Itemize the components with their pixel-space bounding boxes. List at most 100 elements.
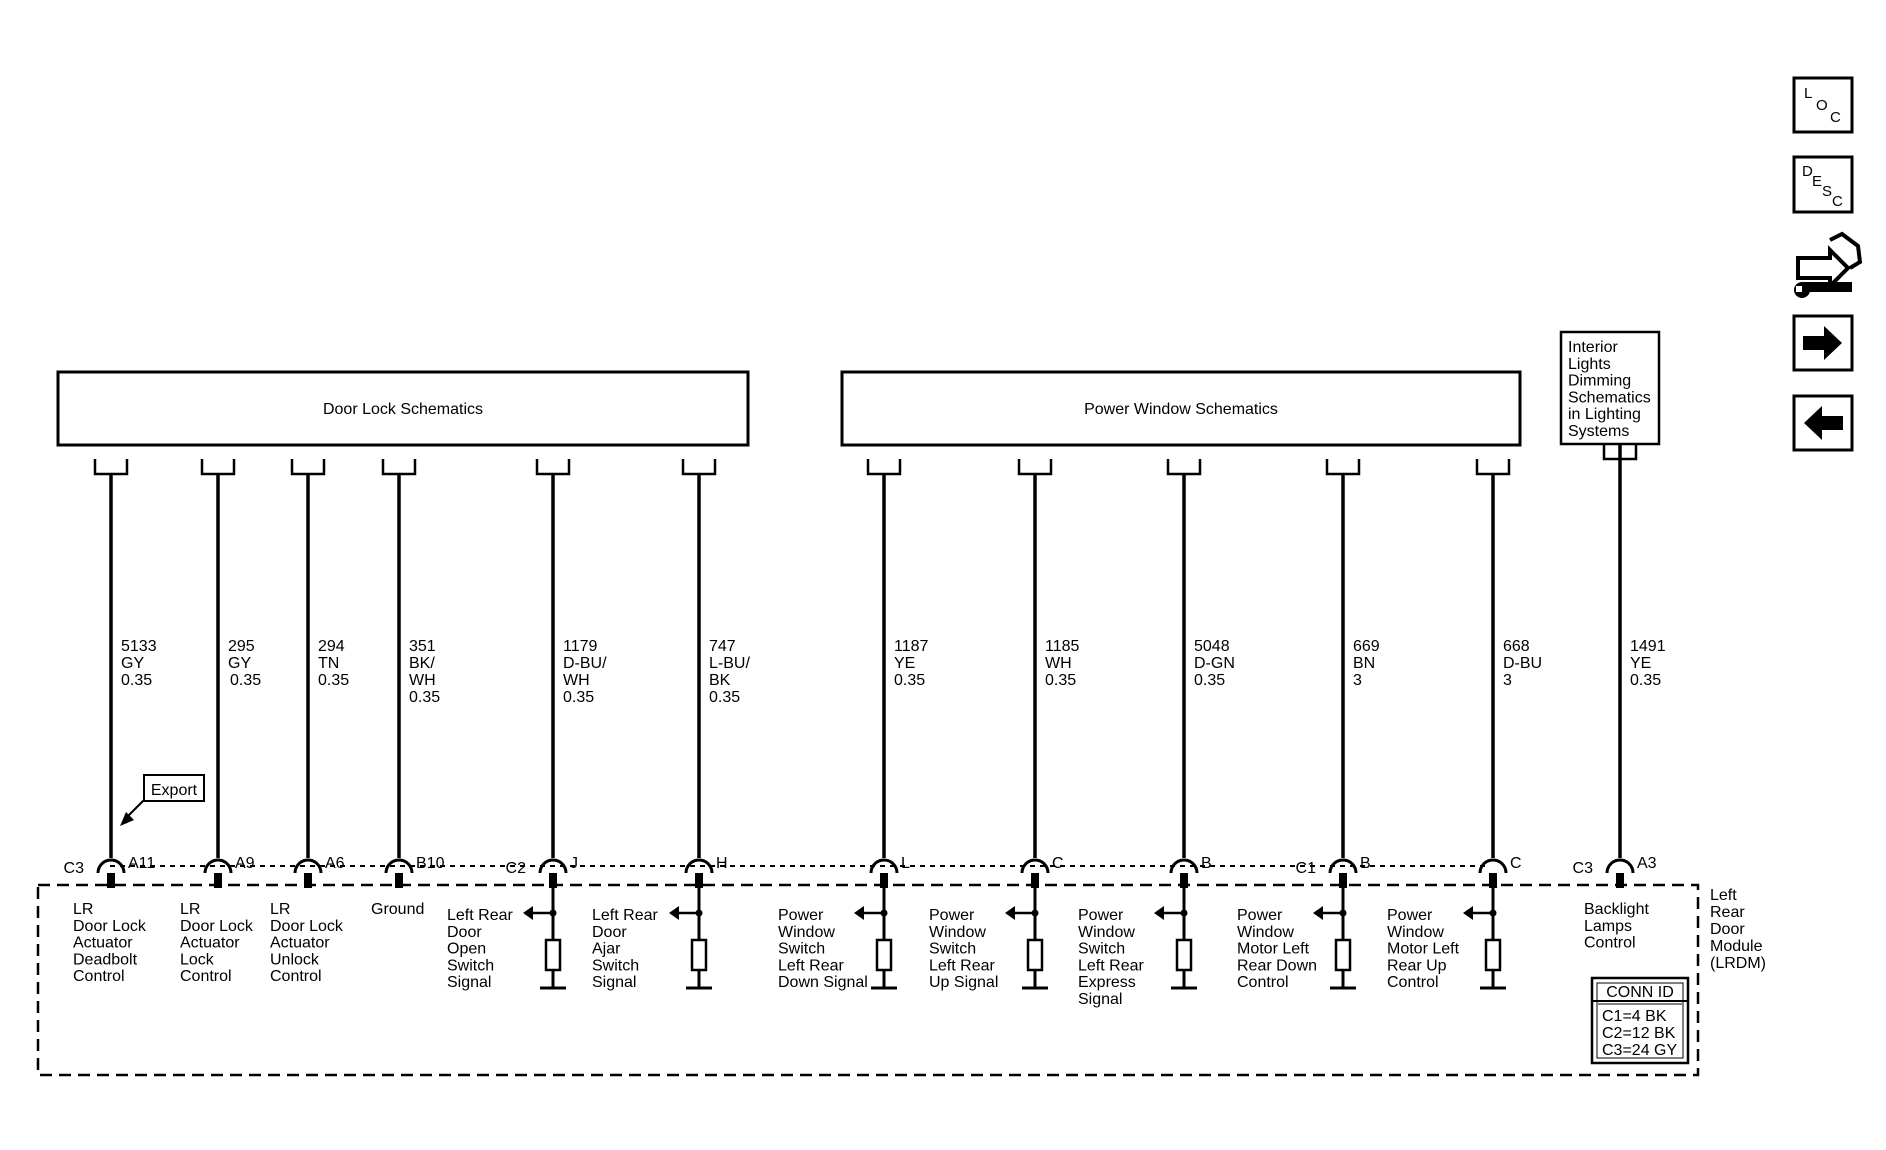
pin-label: B [1360,855,1371,872]
svg-text:S: S [1822,183,1832,200]
pin-socket-icon [538,858,568,874]
function-label: Signal [1078,991,1122,1008]
connector-id: C2 [506,860,527,877]
signal-arrow-icon [1313,906,1323,920]
repair-button[interactable] [1794,231,1863,298]
function-label: Door Lock [270,918,344,935]
pin-socket-icon [1478,858,1508,874]
wire-size: 3 [1353,672,1362,689]
module-name-line: Left [1710,887,1737,904]
arrow-left-icon [1804,406,1843,440]
wire-size: 0.35 [1194,672,1225,689]
wire-size: 0.35 [563,689,594,706]
wire-color: YE [1630,655,1651,672]
signal-arrow-icon [1463,906,1473,920]
loc-button[interactable]: L O C [1792,76,1854,134]
top-terminal-icon [1325,459,1361,476]
function-label: Ajar [592,941,621,958]
wire-color: WH [563,672,590,689]
connector-id: C1 [1296,860,1317,877]
signal-arrow-icon [523,906,533,920]
function-label: Up Signal [929,974,998,991]
svg-text:L: L [1804,85,1812,102]
interior-lights-line: in Lighting [1568,406,1641,423]
next-button[interactable] [1792,314,1854,372]
top-terminal-icon [381,459,417,476]
function-label: Window [929,924,986,941]
interior-lights-line: Interior [1568,339,1618,356]
function-label: Door Lock [73,918,147,935]
wire-circuit-number: 1187 [894,638,929,655]
connector-wrench-icon [1794,231,1863,298]
pin-stub [695,873,703,888]
resistor-icon [544,938,562,972]
wire-color: GY [228,655,251,672]
desc-button[interactable]: D E S C [1792,155,1854,214]
wire-circuit-number: 351 [409,638,436,655]
interior-lights-line: Lights [1568,356,1611,373]
pin-socket-icon [684,858,714,874]
pin-label: C [1510,855,1522,872]
wire-size: 3 [1503,672,1512,689]
function-label: Control [180,968,232,985]
pin-label: B [1201,855,1212,872]
svg-text:O: O [1816,97,1828,114]
function-label: Door [447,924,482,941]
top-terminal-icon [1166,459,1202,476]
door-lock-schematics-box[interactable]: Door Lock Schematics [56,370,750,447]
pin-stub [1180,873,1188,888]
prev-button[interactable] [1792,394,1854,452]
pin-socket-icon [293,858,323,874]
export-callout[interactable]: Export [120,774,205,826]
pin-stub [1031,873,1039,888]
function-label: Motor Left [1237,941,1310,958]
module-name-line: (LRDM) [1710,955,1766,972]
function-label: Door [592,924,627,941]
function-label: Control [1584,935,1636,952]
wire-color: GY [121,655,144,672]
wire-size: 0.35 [121,672,152,689]
pin-socket-icon [96,858,126,874]
function-label: Backlight [1584,901,1649,918]
wire-size: 0.35 [230,672,261,689]
loc-icon: L O C [1804,85,1841,126]
wire-size: 0.35 [709,689,740,706]
wire-size: 0.35 [409,689,440,706]
function-label: Unlock [270,951,320,968]
top-terminal-icon [681,459,717,476]
wire-color: YE [894,655,915,672]
function-label: Switch [778,941,825,958]
wire-size: 0.35 [318,672,349,689]
power-window-schematics-box[interactable]: Power Window Schematics [840,370,1522,447]
wire-circuit-number: 5048 [1194,638,1230,655]
wire-circuit-number: 1185 [1045,638,1080,655]
function-label: LR [73,901,93,918]
lrdm-module-outline [36,883,1700,1077]
function-label: Door Lock [180,918,254,935]
function-label: Left Rear [592,907,658,924]
function-label: LR [270,901,290,918]
svg-text:E: E [1812,173,1822,190]
signal-arrow-icon [669,906,679,920]
pin-socket-icon [1020,858,1050,874]
pin-socket-icon [869,858,899,874]
function-label: Control [1237,974,1289,991]
top-terminal-icon [1017,459,1053,476]
interior-lights-line: Dimming [1568,373,1631,390]
module-name-line: Module [1710,938,1763,955]
